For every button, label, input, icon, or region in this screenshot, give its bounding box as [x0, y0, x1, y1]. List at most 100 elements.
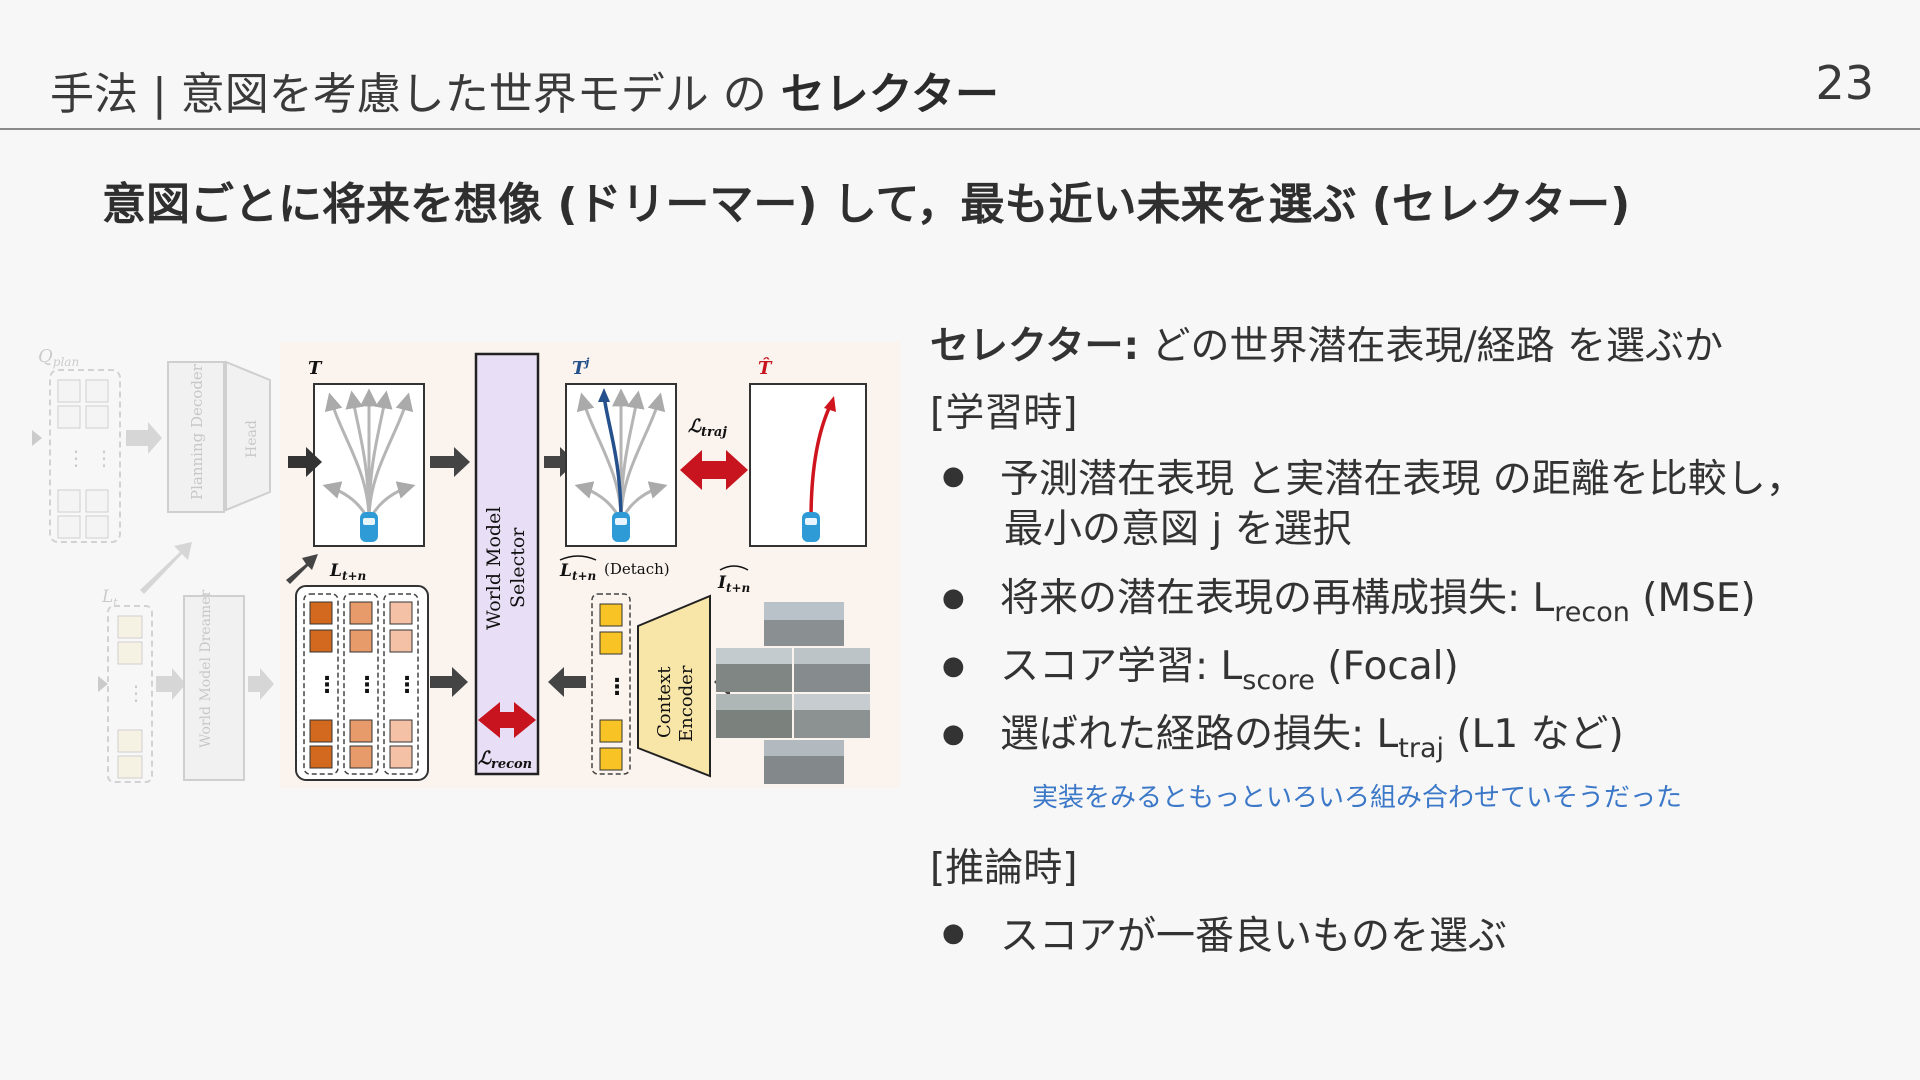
training-label: [学習時]	[930, 391, 1078, 436]
latent-cell	[349, 601, 373, 625]
world-model-selector-label-1: World Model	[483, 507, 505, 630]
l-recon-label: ℒrecon	[478, 748, 532, 772]
slide-title: 手法 | 意図を考慮した世界モデル の セレクター	[50, 69, 1000, 120]
l-tn-hat-label: Lt+n	[559, 561, 596, 583]
context-encoder-label-1: Context	[654, 666, 675, 738]
q-plan-label: Qplan	[38, 346, 79, 369]
q-ellipsis: ⋮	[66, 446, 86, 470]
planning-decoder-box	[167, 361, 225, 513]
title-bold: セレクター	[780, 69, 1000, 120]
slide-header: 手法 | 意図を考慮した世界モデル の セレクター 23	[0, 0, 1920, 130]
arrow-right-icon	[430, 447, 470, 477]
arrow-right-icon	[156, 668, 186, 700]
bullet-continuation: 最小の意図 j を選択	[1004, 507, 1352, 552]
target-latent-ellipsis: ⋮	[606, 675, 628, 700]
target-latent-cell	[599, 719, 623, 743]
page-number: 23	[1815, 56, 1874, 110]
latent-cell	[309, 745, 333, 769]
q-cell	[57, 405, 81, 429]
l-t-ellipsis: ⋮	[126, 681, 146, 705]
l-t-cell	[117, 755, 143, 779]
latent-cell	[309, 719, 333, 743]
l-traj-label: ℒtraj	[688, 416, 727, 440]
arrow-up-icon	[140, 542, 192, 594]
latent-cell	[389, 719, 413, 743]
q-cell	[85, 489, 109, 513]
l-t-cell	[117, 729, 143, 753]
world-model-selector-box	[474, 352, 540, 776]
head-label: Head	[244, 420, 260, 458]
arrow-up-icon	[286, 554, 318, 584]
latent-cell	[349, 719, 373, 743]
slide-subtitle: 意図ごとに将来を想像 (ドリーマー) して，最も近い未来を選ぶ (セレクター)	[102, 179, 1631, 230]
ground-truth-trajectory	[809, 405, 832, 521]
q-cell	[85, 515, 109, 539]
bullet-item: ●スコア学習: Lscore (Focal)	[942, 644, 1459, 696]
traj-loss-arrow	[680, 450, 748, 490]
l-t-cell	[117, 615, 143, 639]
planning-decoder-label: Planning Decoder	[188, 363, 206, 500]
l-t-box	[107, 605, 153, 783]
t-label: T	[308, 358, 323, 379]
input-arrow	[98, 676, 108, 692]
selected-trajectory	[602, 395, 623, 521]
q-cell	[57, 489, 81, 513]
bullet-item: ●スコアが一番良いものを選ぶ	[942, 914, 1508, 959]
arrow-right-icon	[288, 447, 322, 477]
latent-column	[383, 593, 419, 775]
i-tn-label: It+n	[717, 573, 750, 595]
l-t-cell	[117, 641, 143, 665]
latent-column	[303, 593, 339, 775]
latent-cell	[309, 629, 333, 653]
world-model-dreamer-label: World Model Dreamer	[198, 590, 214, 748]
arrow-right-icon	[248, 668, 274, 700]
latent-column	[343, 593, 379, 775]
latent-ellipsis: ⋮	[356, 673, 378, 698]
bullet-item: ●予測潜在表現 と実潜在表現 の距離を比較し，	[942, 457, 1805, 502]
arrow-right-icon	[430, 667, 468, 697]
header-divider	[0, 128, 1920, 130]
car-icon	[802, 512, 820, 542]
context-encoder-block	[637, 594, 711, 778]
camera-images	[716, 602, 870, 784]
target-latent-cell	[599, 631, 623, 655]
faded-planning-section: Qplan ⋮ ⋮ Planning Decoder Head Lt ⋮ Wor…	[32, 346, 274, 783]
q-ellipsis: ⋮	[94, 446, 114, 470]
bullet-item: ●将来の潜在表現の再構成損失: Lrecon (MSE)	[942, 576, 1756, 628]
arrow-left-icon	[548, 667, 586, 697]
q-cell	[57, 379, 81, 403]
target-latent-column	[591, 593, 631, 775]
q-cell	[57, 515, 81, 539]
latent-cell	[309, 601, 333, 625]
context-encoder-label-2: Encoder	[676, 665, 697, 742]
head-block	[225, 360, 271, 512]
target-latent-cell	[599, 747, 623, 771]
latent-ellipsis: ⋮	[316, 673, 338, 698]
implementation-note: 実装をみるともっといろいろ組み合わせていそうだった	[1032, 783, 1683, 813]
arrowhead	[824, 396, 836, 412]
world-model-selector-label-2: Selector	[507, 527, 529, 608]
latent-cell	[389, 745, 413, 769]
architecture-diagram: Qplan ⋮ ⋮ Planning Decoder Head Lt ⋮ Wor…	[32, 342, 900, 788]
latent-cell	[389, 629, 413, 653]
q-plan-box	[49, 369, 121, 543]
arrowhead	[598, 388, 610, 402]
input-arrow	[32, 430, 42, 446]
dreamer-box	[183, 595, 245, 781]
bullet-item: ●選ばれた経路の損失: Ltraj (L1 など)	[942, 712, 1624, 764]
l-tn-label: Lt+n	[329, 561, 366, 583]
hat-mark	[559, 555, 597, 561]
t-hat-label: T̂	[758, 357, 773, 379]
target-latent-cell	[599, 603, 623, 627]
q-cell	[85, 379, 109, 403]
car-icon	[360, 512, 378, 542]
t-j-label: Tj	[572, 356, 589, 379]
latent-cell	[349, 745, 373, 769]
q-cell	[85, 405, 109, 429]
arrow-right-icon	[126, 422, 162, 454]
latent-ellipsis: ⋮	[396, 673, 418, 698]
latent-cell	[349, 629, 373, 653]
selector-heading: セレクター: どの世界潜在表現/経路 を選ぶか	[930, 324, 1723, 369]
inference-label: [推論時]	[930, 846, 1078, 891]
car-icon	[612, 512, 630, 542]
